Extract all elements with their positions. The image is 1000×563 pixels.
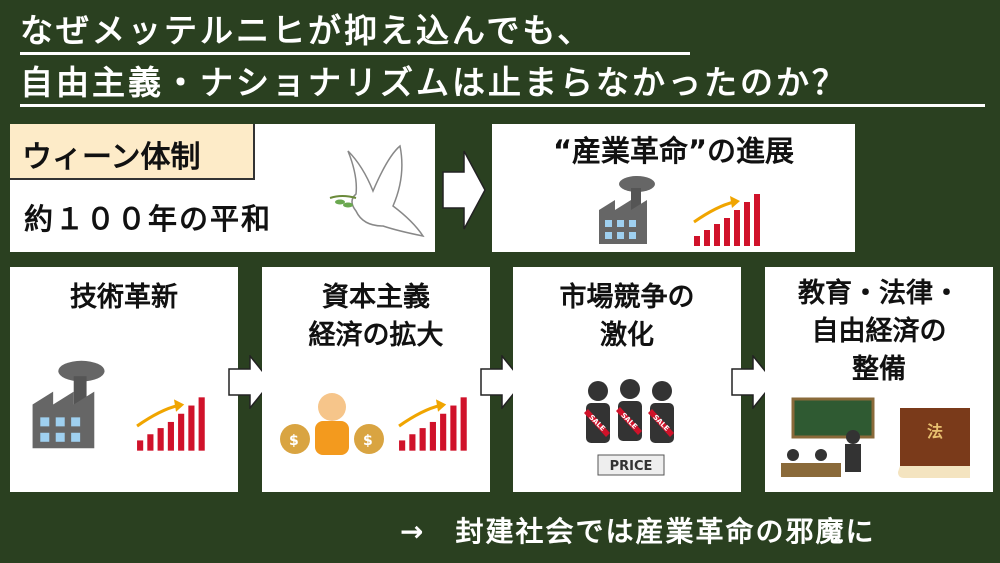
business-race-icon: SALE SALE SALE PRICE xyxy=(584,379,674,476)
arrow-right-icon xyxy=(228,355,272,409)
rich-capitalist-icon: $$ xyxy=(280,393,384,455)
industrial-revolution-title: “産業革命”の進展 xyxy=(552,134,795,168)
classroom-icon xyxy=(781,397,875,477)
factory-icon xyxy=(599,176,655,244)
vienna-system-box: ウィーン体制 約１００年の平和 xyxy=(10,124,435,252)
svg-text:$: $ xyxy=(289,433,299,449)
price-sign: PRICE xyxy=(610,459,653,474)
step-competition-box: 市場競争の 激化 SALE SALE SALE PRICE xyxy=(513,267,741,492)
step-title-line2: 自由経済の xyxy=(811,316,947,347)
growth-chart-icon xyxy=(693,194,760,246)
step-capitalism-box: 資本主義 経済の拡大 $$ xyxy=(262,267,490,492)
book-label: 法 xyxy=(927,422,943,441)
growth-chart-icon xyxy=(398,397,467,451)
step-title: 技術革新 xyxy=(70,282,178,313)
arrow-right-icon xyxy=(731,355,775,409)
arrow-right-icon xyxy=(480,355,524,409)
step-title-line2: 激化 xyxy=(600,320,654,351)
peace-text: 約１００年の平和 xyxy=(24,202,273,236)
svg-text:$: $ xyxy=(363,433,373,449)
vienna-label-text: ウィーン体制 xyxy=(22,140,201,175)
step-title-line1: 教育・法律・ xyxy=(798,278,960,309)
industrial-revolution-box: “産業革命”の進展 xyxy=(492,124,855,252)
growth-chart-icon xyxy=(136,397,205,451)
step-institutions-box: 教育・法律・ 自由経済の 整備 法 xyxy=(765,267,993,492)
factory-icon xyxy=(32,360,105,449)
arrow-right-icon xyxy=(442,150,486,230)
step-title-line1: 資本主義 xyxy=(322,282,430,313)
step-technology-box: 技術革新 xyxy=(10,267,238,492)
footer-conclusion: → 封建社会では産業革命の邪魔に xyxy=(400,515,876,548)
step-title-line1: 市場競争の xyxy=(559,282,695,313)
title-line-2: 自由主義・ナショナリズムは止まらなかったのか？ xyxy=(20,62,985,107)
step-title-line3: 整備 xyxy=(852,354,906,385)
dove-icon xyxy=(329,144,425,238)
step-title-line2: 経済の拡大 xyxy=(308,320,444,351)
title-line-1: なぜメッテルニヒが抑え込んでも、 xyxy=(20,10,690,55)
law-book-icon: 法 xyxy=(898,408,970,478)
vienna-label xyxy=(10,124,255,180)
